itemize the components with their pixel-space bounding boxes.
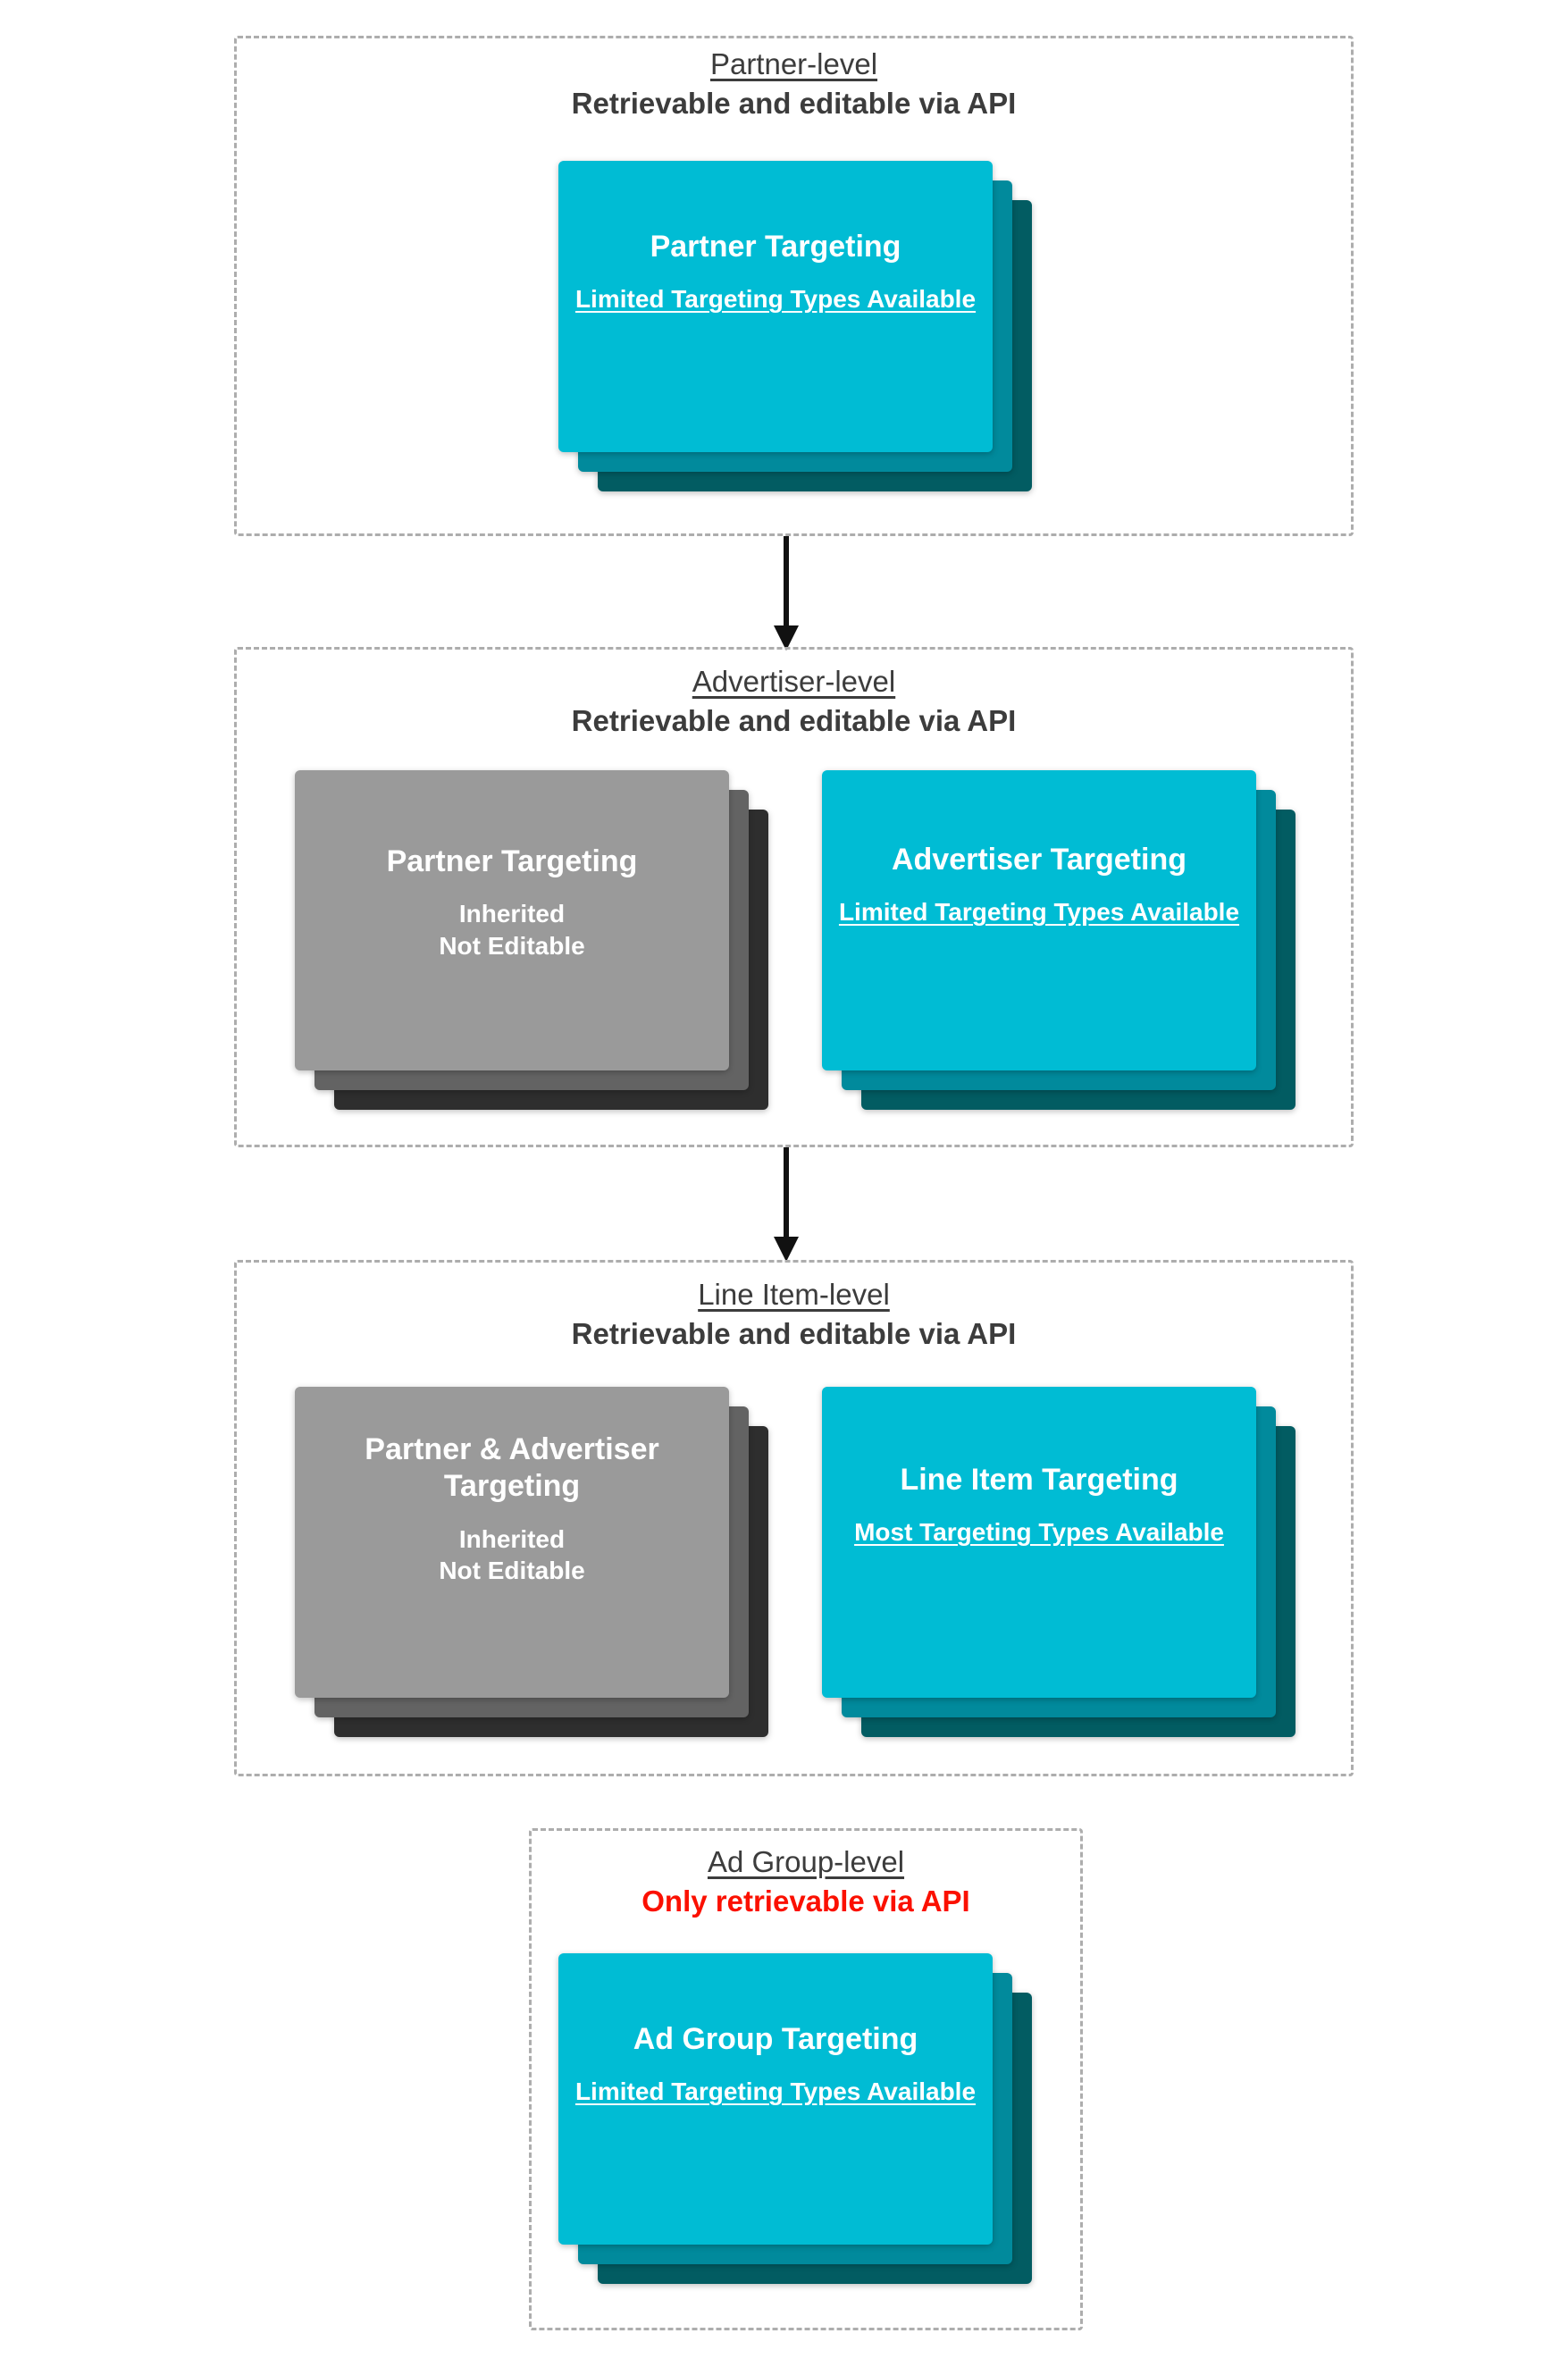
card-layer-front: Partner Targeting Limited Targeting Type… (558, 161, 993, 452)
card-layer-front: Partner Targeting Inherited Not Editable (295, 770, 729, 1070)
card-note: Most Targeting Types Available (854, 1518, 1224, 1547)
card-title: Advertiser Targeting (891, 843, 1186, 877)
connector-partner-to-advertiser (768, 536, 804, 652)
card-title: Partner & Advertiser Targeting (365, 1432, 659, 1504)
card-note: Limited Targeting Types Available (574, 285, 977, 314)
card-note: Limited Targeting Types Available (838, 898, 1240, 927)
card-title: Partner Targeting (386, 844, 638, 878)
card-note: Inherited Not Editable (439, 1524, 585, 1585)
card-stack-line-item-targeting[interactable]: Line Item Targeting Most Targeting Types… (822, 1387, 1295, 1744)
card-stack-advertiser-inherited-partner[interactable]: Partner Targeting Inherited Not Editable (295, 770, 768, 1119)
card-body-line-item-targeting: Line Item Targeting Most Targeting Types… (822, 1462, 1256, 1549)
card-layer-front: Ad Group Targeting Limited Targeting Typ… (558, 1953, 993, 2245)
card-body-ad-group-targeting: Ad Group Targeting Limited Targeting Typ… (558, 2021, 993, 2108)
level-box-line-item (234, 1260, 1354, 1776)
card-note: Limited Targeting Types Available (574, 2077, 977, 2106)
card-stack-advertiser-targeting[interactable]: Advertiser Targeting Limited Targeting T… (822, 770, 1295, 1119)
level-box-ad-group (529, 1828, 1083, 2330)
card-title: Ad Group Targeting (633, 2022, 918, 2056)
card-stack-ad-group-targeting[interactable]: Ad Group Targeting Limited Targeting Typ… (558, 1953, 1032, 2284)
card-title: Line Item Targeting (900, 1463, 1178, 1497)
card-body-advertiser-targeting: Advertiser Targeting Limited Targeting T… (822, 842, 1256, 928)
level-box-partner (234, 36, 1354, 536)
card-title: Partner Targeting (650, 230, 901, 264)
card-stack-line-item-inherited[interactable]: Partner & Advertiser Targeting Inherited… (295, 1387, 768, 1744)
card-note: Inherited Not Editable (439, 900, 585, 961)
card-body-inherited-partner-targeting: Partner Targeting Inherited Not Editable (295, 844, 729, 962)
card-layer-front: Partner & Advertiser Targeting Inherited… (295, 1387, 729, 1698)
card-body-partner-targeting: Partner Targeting Limited Targeting Type… (558, 229, 993, 315)
connector-advertiser-to-line-item (768, 1147, 804, 1263)
card-body-inherited-partner-advertiser-targeting: Partner & Advertiser Targeting Inherited… (295, 1431, 729, 1587)
card-layer-front: Advertiser Targeting Limited Targeting T… (822, 770, 1256, 1070)
card-stack-partner-targeting[interactable]: Partner Targeting Limited Targeting Type… (558, 161, 1032, 491)
level-box-advertiser (234, 647, 1354, 1147)
card-layer-front: Line Item Targeting Most Targeting Types… (822, 1387, 1256, 1698)
